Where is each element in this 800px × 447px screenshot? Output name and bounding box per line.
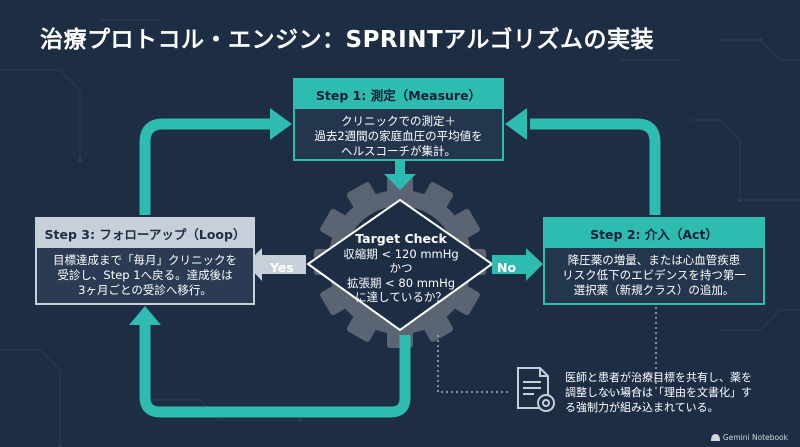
footer-label: Gemini Notebook [722, 433, 788, 442]
step2-act-box: Step 2: 介入（Act） 降圧薬の増量、または心血管疾患 リスク低下のエビ… [543, 217, 765, 305]
arrowhead-to-measure-right [505, 108, 527, 140]
yes-label: Yes [270, 260, 294, 275]
target-check: Target Check 収縮期 < 120 mmHg かつ 拡張期 < 80 … [330, 231, 472, 305]
target-check-body: 収縮期 < 120 mmHg かつ 拡張期 < 80 mmHg に達しているか？ [343, 246, 459, 305]
arrowhead-measure-to-check [384, 174, 416, 190]
arrowhead-no [526, 248, 543, 281]
page-title: 治療プロトコル・エンジン：SPRINTアルゴリズムの実装 [40, 27, 654, 53]
arrow-loop-to-measure [139, 118, 272, 215]
footer: Gemini Notebook [710, 433, 788, 442]
step1-body: クリニックでの測定＋ 過去2週間の家庭血圧の平均値を ヘルスコーチが集計。 [314, 114, 483, 158]
decision-diamond [306, 198, 494, 332]
note-connector [437, 307, 657, 393]
step3-heading: Step 3: フォローアップ（Loop） [37, 219, 253, 248]
document-gear-icon [517, 367, 555, 412]
arrow-act-to-measure [530, 118, 661, 215]
arrow-check-to-loop [139, 322, 411, 418]
no-label: No [497, 260, 517, 275]
note-text: 医師と患者が治療目標を共有し、薬を 調整しない場合は「理由を文書化」す る強制力… [565, 371, 752, 414]
target-check-title: Target Check [355, 231, 447, 246]
step1-heading: Step 1: 測定（Measure） [295, 80, 502, 109]
step3-loop-box: Step 3: フォローアップ（Loop） 目標達成まで「毎月」クリニックを 受… [35, 217, 255, 305]
arrowhead-to-measure-left [270, 108, 292, 140]
step2-body: 降圧薬の増量、または心血管疾患 リスク低下のエビデンスを持つ第一 選択薬（新規ク… [562, 253, 746, 297]
step2-heading: Step 2: 介入（Act） [545, 219, 763, 248]
arrowhead-to-loop-bottom [129, 306, 161, 325]
step3-body: 目標達成まで「毎月」クリニックを 受診し、Step 1へ戻る。達成後は 3ヶ月ご… [53, 253, 237, 297]
step1-measure-box: Step 1: 測定（Measure） クリニックでの測定＋ 過去2週間の家庭血… [293, 78, 504, 161]
gemini-logo-icon [710, 434, 720, 441]
